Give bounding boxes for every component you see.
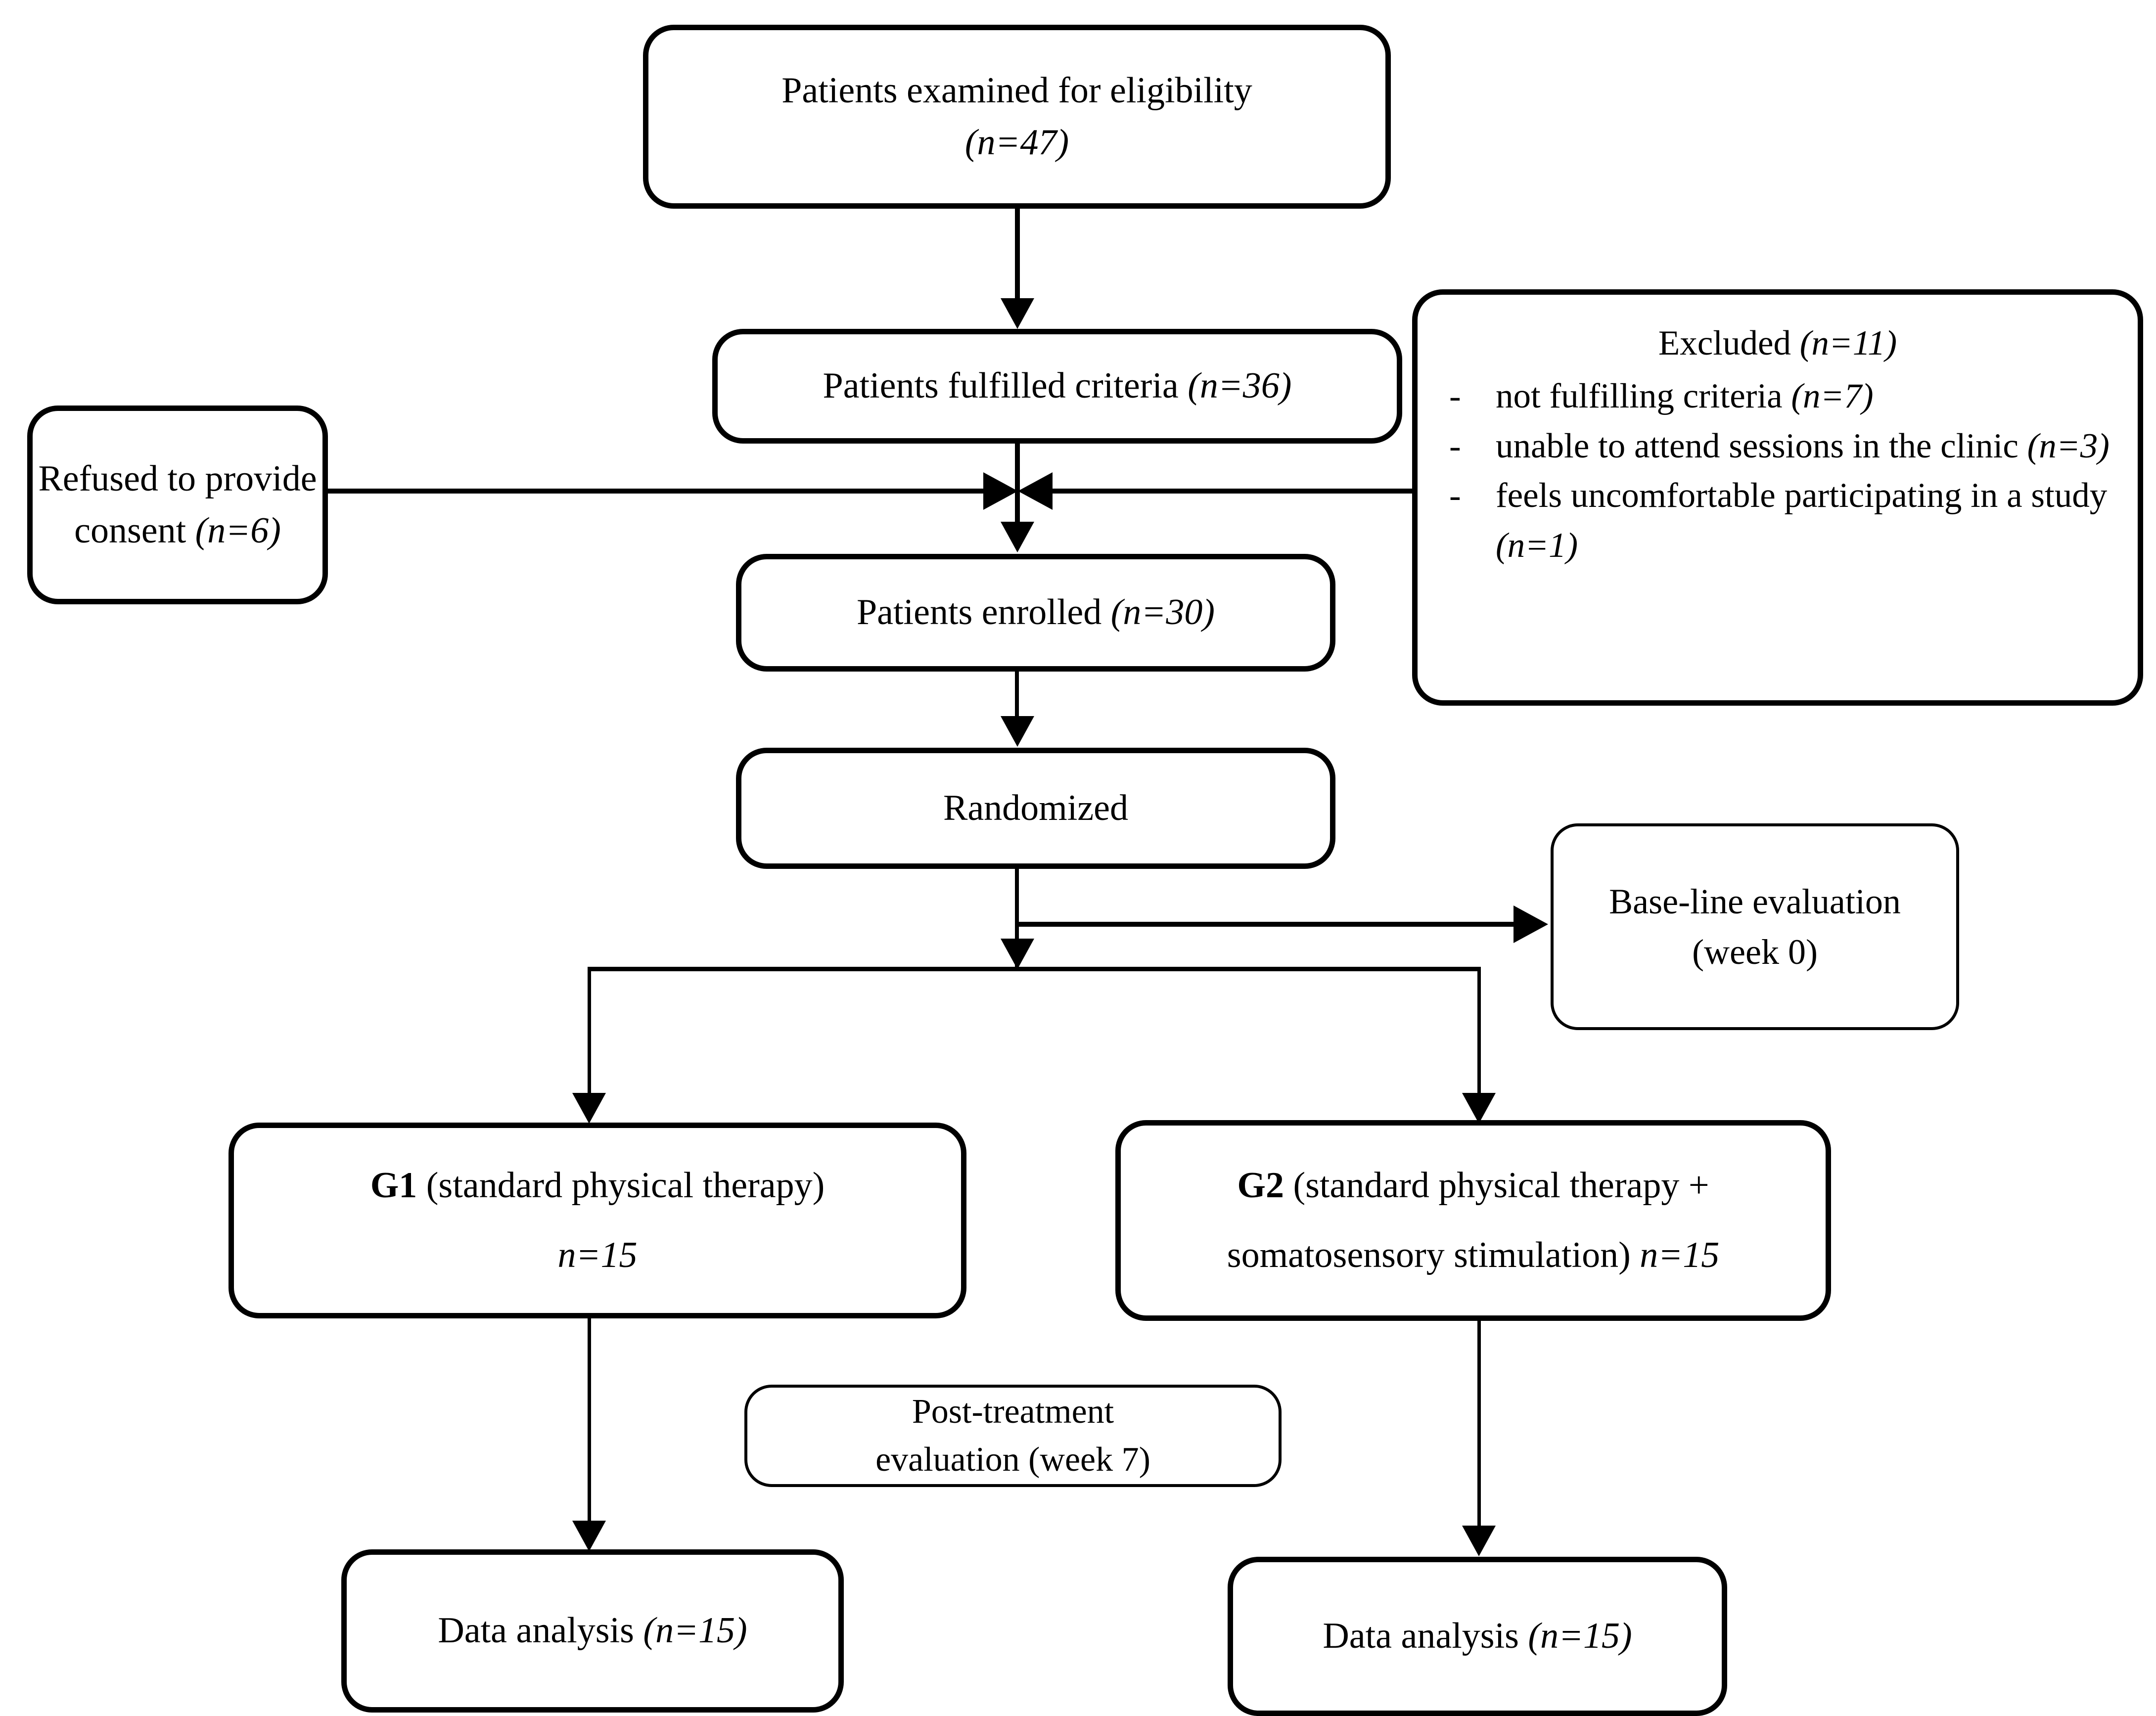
baseline-line2: (week 0) (1692, 932, 1818, 972)
excluded-reason-count: (n=3) (2027, 426, 2110, 465)
node-post-treatment-evaluation[interactable]: Post-treatment evaluation (week 7) (744, 1385, 1282, 1487)
baseline-line1: Base-line evaluation (1609, 881, 1901, 921)
g2-count: n=15 (1640, 1235, 1720, 1275)
eligibility-line1: Patients examined for eligibility (781, 70, 1252, 111)
connector-randomized-to-baseline (1015, 922, 1514, 927)
refused-consent-line1: Refused to provide (38, 458, 317, 499)
refused-consent-count: (n=6) (195, 510, 281, 551)
node-patients-examined-for-eligibility[interactable]: Patients examined for eligibility (n=47) (643, 25, 1391, 209)
data-analysis-left-line: Data analysis (n=15) (347, 1605, 838, 1657)
fulfilled-criteria-line: Patients fulfilled criteria (n=36) (718, 360, 1397, 412)
connector-split-to-g2 (1477, 967, 1481, 1100)
arrowhead-eligibility-to-criteria (1001, 298, 1034, 329)
node-patients-enrolled[interactable]: Patients enrolled (n=30) (736, 554, 1335, 672)
arrowhead-enrolled-to-randomized (1001, 716, 1034, 747)
arrowhead-g2-to-analysis (1462, 1526, 1496, 1556)
arrowhead-refused-to-main (983, 472, 1018, 510)
node-group-g2[interactable]: G2 (standard physical therapy + somatose… (1115, 1120, 1831, 1321)
refused-consent-line2: consent (n=6) (33, 505, 322, 557)
g2-group-label: G2 (1237, 1165, 1284, 1206)
node-excluded[interactable]: Excluded (n=11) - not fulfilling criteri… (1412, 289, 2143, 706)
bullet-dash-icon: - (1449, 476, 1461, 515)
excluded-reason-item: - unable to attend sessions in the clini… (1449, 421, 2128, 471)
post-treatment-line1: Post-treatment (912, 1392, 1114, 1431)
connector-excluded-to-main (1053, 489, 1414, 494)
node-patients-fulfilled-criteria[interactable]: Patients fulfilled criteria (n=36) (712, 329, 1402, 444)
g2-line2: somatosensory stimulation) n=15 (1121, 1220, 1826, 1290)
arrowhead-excluded-to-main (1018, 472, 1053, 510)
arrowhead-g1-to-analysis (572, 1521, 606, 1551)
connector-g2-to-analysis (1477, 1320, 1481, 1533)
refused-consent-label: consent (74, 510, 195, 551)
excluded-reason-label: not fulfilling criteria (1496, 376, 1791, 415)
connector-split-bar (588, 967, 1481, 971)
connector-g1-to-analysis (588, 1318, 591, 1531)
data-analysis-right-line: Data analysis (n=15) (1233, 1610, 1722, 1662)
connector-split-to-g1 (588, 967, 591, 1100)
excluded-reason-text: feels uncomfortable participating in a s… (1496, 471, 2128, 571)
node-refused-consent[interactable]: Refused to provide consent (n=6) (27, 406, 328, 604)
data-analysis-right-count: (n=15) (1528, 1616, 1632, 1657)
node-data-analysis-right[interactable]: Data analysis (n=15) (1228, 1557, 1727, 1716)
arrowhead-randomized-to-split (1001, 939, 1034, 969)
bullet-dash-icon: - (1449, 376, 1461, 415)
node-baseline-evaluation[interactable]: Base-line evaluation (week 0) (1551, 823, 1959, 1030)
randomized-label: Randomized (943, 787, 1128, 828)
excluded-reason-text: not fulfilling criteria (n=7) (1496, 371, 2128, 421)
g1-description: (standard physical therapy) (417, 1165, 825, 1206)
enrolled-label: Patients enrolled (856, 592, 1111, 633)
arrowhead-criteria-to-enrolled (1001, 522, 1034, 552)
connector-randomized-down (1015, 868, 1019, 969)
g1-count: n=15 (557, 1235, 638, 1275)
excluded-reason-item: - not fulfilling criteria (n=7) (1449, 371, 2128, 421)
fulfilled-criteria-text: Patients fulfilled criteria (823, 365, 1188, 406)
excluded-title-text: Excluded (1658, 324, 1800, 362)
excluded-title-count: (n=11) (1799, 324, 1897, 362)
g2-description-line2: somatosensory stimulation) (1227, 1235, 1640, 1275)
excluded-reason-label: unable to attend sessions in the clinic (1496, 426, 2027, 465)
excluded-reason-count: (n=7) (1791, 376, 1874, 415)
enrolled-count: (n=30) (1110, 592, 1215, 633)
g2-line1: G2 (standard physical therapy + (1121, 1151, 1826, 1220)
connector-eligibility-to-criteria (1015, 208, 1020, 302)
data-analysis-right-label: Data analysis (1323, 1616, 1528, 1657)
node-randomized[interactable]: Randomized (736, 748, 1335, 869)
excluded-reason-label: feels uncomfortable participating in a s… (1496, 476, 2108, 515)
g1-line1: G1 (standard physical therapy) (234, 1151, 961, 1220)
enrolled-line: Patients enrolled (n=30) (741, 587, 1330, 638)
data-analysis-left-label: Data analysis (438, 1610, 643, 1651)
bullet-dash-icon: - (1449, 426, 1461, 465)
connector-refused-to-main (326, 489, 984, 494)
post-treatment-line2: evaluation (week 7) (875, 1440, 1150, 1479)
excluded-reason-text: unable to attend sessions in the clinic … (1496, 421, 2128, 471)
data-analysis-left-count: (n=15) (643, 1610, 747, 1651)
fulfilled-criteria-count: (n=36) (1188, 365, 1292, 406)
g2-description-line1: (standard physical therapy + (1284, 1165, 1709, 1206)
excluded-title: Excluded (n=11) (1418, 318, 2138, 368)
g1-group-label: G1 (370, 1165, 417, 1206)
arrowhead-randomized-to-baseline (1514, 905, 1548, 943)
excluded-reason-count: (n=1) (1496, 526, 1578, 565)
arrowhead-split-to-g2 (1462, 1093, 1496, 1124)
arrowhead-split-to-g1 (572, 1093, 606, 1124)
node-group-g1[interactable]: G1 (standard physical therapy) n=15 (229, 1123, 966, 1318)
eligibility-count: (n=47) (964, 122, 1069, 163)
excluded-reason-item: - feels uncomfortable participating in a… (1449, 471, 2128, 571)
excluded-reason-list: - not fulfilling criteria (n=7) - unable… (1418, 371, 2138, 571)
node-data-analysis-left[interactable]: Data analysis (n=15) (341, 1549, 844, 1713)
connector-enrolled-to-randomized (1015, 670, 1019, 720)
